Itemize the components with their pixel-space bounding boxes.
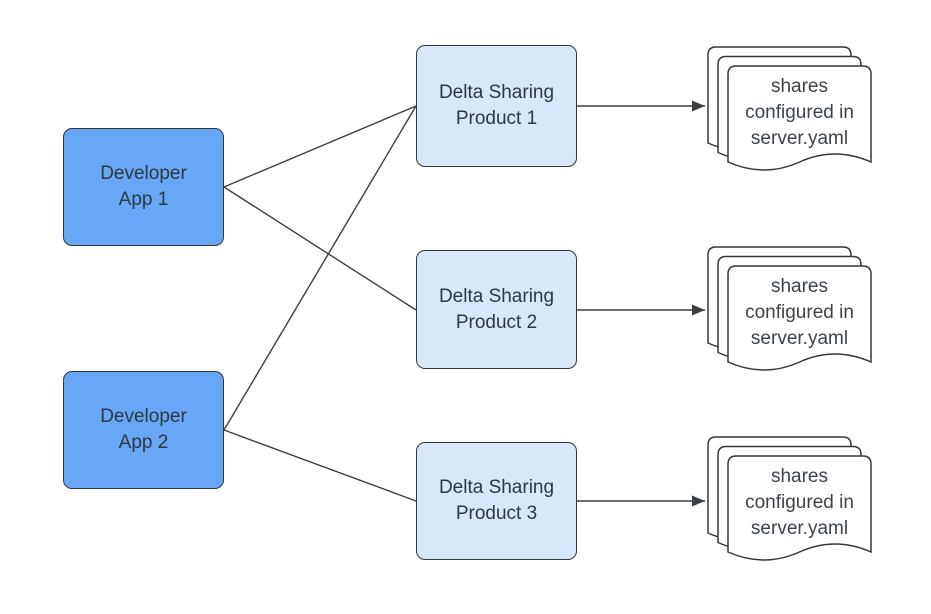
node-label: Delta Sharing Product 2 (438, 285, 555, 333)
connector-app2-to-product1 (223, 105, 417, 431)
shares-doc-label-3: shares configured in server.yaml (745, 466, 854, 539)
node-delta-sharing-product-2: Delta Sharing Product 2 (416, 250, 577, 369)
node-developer-app-2: Developer App 2 (63, 371, 224, 489)
shares-doc-stack-1 (707, 46, 872, 171)
node-label: Delta Sharing Product 1 (438, 82, 555, 129)
node-developer-app-1: Developer App 1 (63, 128, 224, 246)
shares-doc-stack-3 (707, 436, 872, 561)
node-label: Delta Sharing Product 3 (438, 477, 555, 524)
node-label: Developer App 2 (100, 406, 187, 453)
shares-doc-label-2: shares configured in server.yaml (745, 276, 854, 349)
connector-app2-to-product3 (223, 429, 417, 502)
doc-page-front (727, 265, 872, 371)
connector-app1-to-product1 (223, 105, 417, 188)
shares-doc-label-1: shares configured in server.yaml (745, 76, 854, 149)
shares-doc-stack-2 (707, 246, 872, 371)
doc-page-front (727, 455, 872, 561)
doc-page-front (727, 65, 872, 171)
node-label: Developer App 1 (100, 163, 187, 210)
node-delta-sharing-product-1: Delta Sharing Product 1 (416, 45, 577, 167)
node-delta-sharing-product-3: Delta Sharing Product 3 (416, 442, 577, 560)
connector-app1-to-product2 (223, 186, 417, 311)
